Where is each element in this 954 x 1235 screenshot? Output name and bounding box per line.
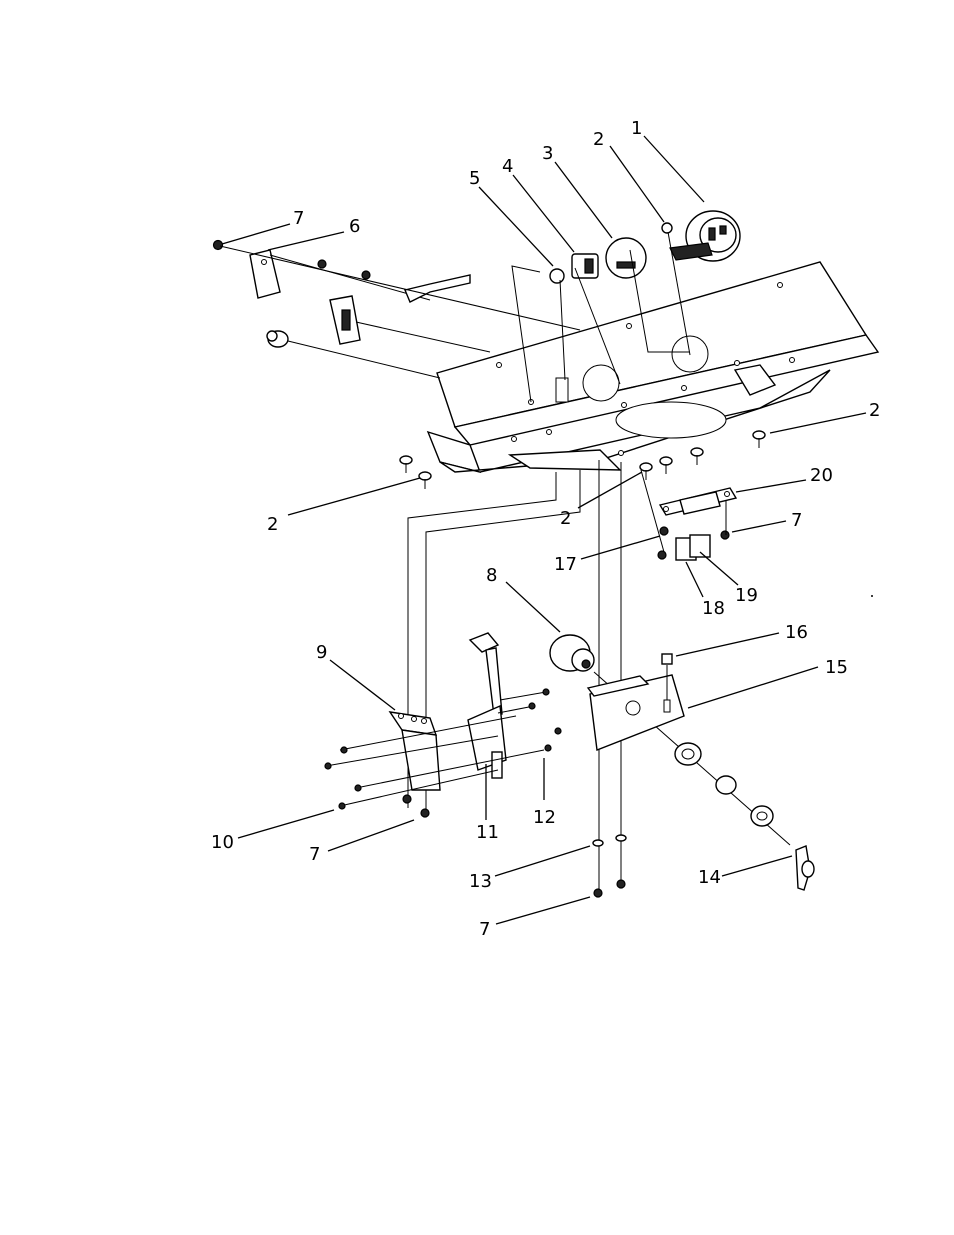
callout-9: 9 bbox=[316, 642, 327, 663]
mounting-bracket bbox=[249, 249, 471, 303]
callout-7: 7 bbox=[791, 510, 802, 531]
callout-7: 7 bbox=[309, 844, 320, 865]
callout-2: 2 bbox=[560, 508, 571, 529]
callout-14: 14 bbox=[698, 867, 721, 888]
hour-meter bbox=[669, 210, 741, 262]
rocker-switch bbox=[571, 253, 599, 279]
ignition-switch bbox=[549, 634, 595, 672]
gauge bbox=[605, 237, 647, 279]
callout-7: 7 bbox=[479, 919, 490, 940]
nut-ring bbox=[750, 805, 774, 827]
nut-icon bbox=[317, 259, 327, 269]
callout-10: 10 bbox=[211, 832, 234, 853]
callout-15: 15 bbox=[825, 657, 848, 678]
bezel bbox=[674, 742, 702, 766]
nut-icon bbox=[659, 526, 669, 536]
nut-icon bbox=[354, 784, 362, 792]
fuse-holder bbox=[329, 295, 361, 345]
nut-icon bbox=[338, 802, 346, 810]
callout-19: 19 bbox=[735, 585, 758, 606]
dash-panel bbox=[426, 261, 880, 474]
indicator-lamp bbox=[549, 268, 565, 284]
bolt-icon bbox=[554, 727, 562, 735]
callout-4: 4 bbox=[502, 156, 513, 177]
callout-3: 3 bbox=[542, 143, 553, 164]
callout-2: 2 bbox=[869, 400, 880, 421]
screw-icon bbox=[690, 447, 704, 465]
nut-icon bbox=[720, 530, 730, 540]
callout-5: 5 bbox=[469, 168, 480, 189]
bolt-icon bbox=[544, 744, 552, 752]
callout-7: 7 bbox=[293, 208, 304, 229]
nut-icon bbox=[402, 794, 412, 804]
nut-icon bbox=[657, 550, 667, 560]
nut-icon bbox=[593, 888, 603, 898]
control-bracket bbox=[388, 711, 441, 791]
callout-11: 11 bbox=[476, 822, 499, 843]
callout-12: 12 bbox=[533, 807, 556, 828]
callout-8: 8 bbox=[486, 565, 497, 586]
screw-icon bbox=[752, 430, 766, 448]
callout-20: 20 bbox=[810, 465, 833, 486]
washer-icon bbox=[592, 839, 604, 847]
stray-dot bbox=[871, 595, 873, 597]
key-tab bbox=[661, 653, 673, 665]
o-ring bbox=[715, 775, 737, 795]
screw-icon bbox=[659, 456, 673, 474]
nut-icon bbox=[361, 270, 371, 280]
relay-bracket bbox=[658, 487, 738, 516]
screw-small-icon bbox=[661, 222, 673, 234]
nut-icon bbox=[616, 879, 626, 889]
bolt-icon bbox=[542, 688, 550, 696]
nut-icon bbox=[420, 808, 430, 818]
control-lever bbox=[467, 632, 507, 779]
bolt-icon bbox=[528, 702, 536, 710]
callout-2: 2 bbox=[593, 129, 604, 150]
ignition-key bbox=[795, 845, 815, 891]
nut-icon bbox=[340, 746, 348, 754]
screw-icon bbox=[399, 455, 413, 473]
leader-lines bbox=[221, 135, 867, 925]
nut-icon bbox=[212, 239, 224, 251]
grommet bbox=[266, 330, 289, 348]
nut-icon bbox=[324, 762, 332, 770]
washer-icon bbox=[615, 834, 627, 842]
screw-icon bbox=[418, 471, 432, 489]
relay bbox=[675, 534, 711, 561]
callout-2: 2 bbox=[267, 514, 278, 535]
callout-17: 17 bbox=[554, 554, 577, 575]
callout-13: 13 bbox=[469, 871, 492, 892]
callout-1: 1 bbox=[631, 118, 642, 139]
callout-6: 6 bbox=[349, 216, 360, 237]
callout-18: 18 bbox=[702, 598, 725, 619]
callout-16: 16 bbox=[785, 622, 808, 643]
screw-icon bbox=[639, 462, 653, 480]
switch-plate bbox=[586, 674, 685, 751]
